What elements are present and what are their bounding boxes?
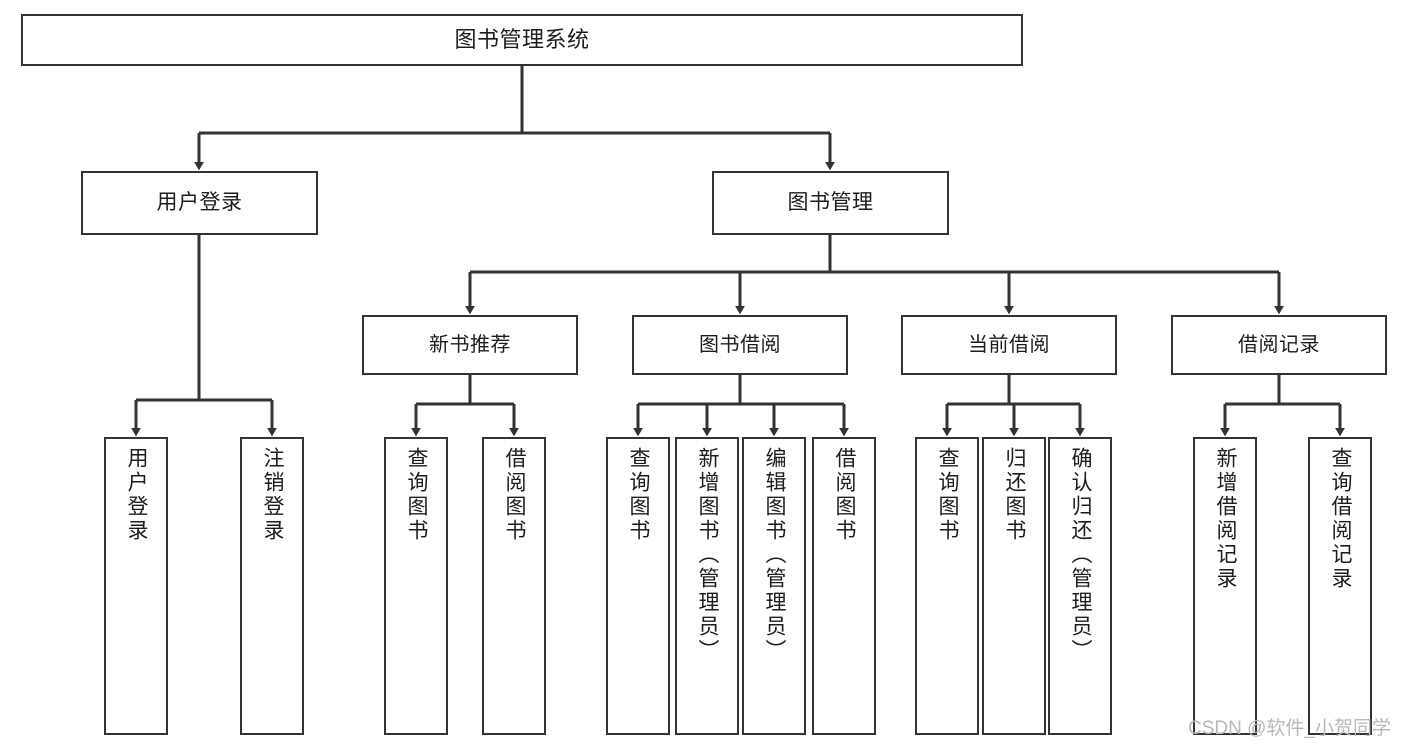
node-leaf-edit-book-admin[interactable]: 编辑图书（管理员）	[742, 437, 806, 735]
node-leaf-new-book-borrow[interactable]: 借阅图书	[482, 437, 546, 735]
node-leaf-confirm-return-admin-label: 确认归还（管理员）	[1069, 447, 1093, 663]
node-group-current-borrow-label: 当前借阅	[968, 333, 1050, 356]
node-leaf-logout[interactable]: 注销登录	[240, 437, 304, 735]
node-group-new-book-recommend-label: 新书推荐	[429, 333, 511, 356]
node-leaf-borrow-query-book[interactable]: 查询图书	[606, 437, 670, 735]
node-leaf-borrow-book-label: 借阅图书	[833, 447, 857, 543]
node-leaf-current-query-book[interactable]: 查询图书	[915, 437, 979, 735]
node-leaf-add-book-admin-label: 新增图书（管理员）	[696, 447, 720, 663]
node-branch-user-login-label: 用户登录	[156, 191, 243, 215]
node-group-new-book-recommend[interactable]: 新书推荐	[362, 315, 578, 375]
node-group-book-borrow[interactable]: 图书借阅	[632, 315, 848, 375]
node-leaf-query-borrow-record[interactable]: 查询借阅记录	[1308, 437, 1372, 735]
node-leaf-add-book-admin[interactable]: 新增图书（管理员）	[675, 437, 739, 735]
node-leaf-new-book-query[interactable]: 查询图书	[384, 437, 448, 735]
node-branch-user-login[interactable]: 用户登录	[81, 171, 318, 235]
node-leaf-borrow-query-book-label: 查询图书	[627, 447, 651, 543]
node-leaf-return-book[interactable]: 归还图书	[982, 437, 1046, 735]
node-leaf-user-login-label: 用户登录	[125, 447, 149, 543]
node-leaf-return-book-label: 归还图书	[1003, 447, 1027, 543]
node-branch-book-management-label: 图书管理	[787, 191, 874, 215]
node-leaf-new-book-query-label: 查询图书	[405, 447, 429, 543]
node-leaf-new-book-borrow-label: 借阅图书	[503, 447, 527, 543]
node-leaf-borrow-book[interactable]: 借阅图书	[812, 437, 876, 735]
node-leaf-current-query-book-label: 查询图书	[936, 447, 960, 543]
node-branch-book-management[interactable]: 图书管理	[712, 171, 949, 235]
node-leaf-add-borrow-record-label: 新增借阅记录	[1214, 447, 1238, 591]
node-leaf-confirm-return-admin[interactable]: 确认归还（管理员）	[1048, 437, 1112, 735]
node-leaf-edit-book-admin-label: 编辑图书（管理员）	[763, 447, 787, 663]
node-group-book-borrow-label: 图书借阅	[699, 333, 781, 356]
node-group-borrow-records-label: 借阅记录	[1238, 333, 1320, 356]
node-root-book-management-system[interactable]: 图书管理系统	[21, 14, 1023, 66]
node-root-label: 图书管理系统	[454, 26, 590, 52]
node-group-current-borrow[interactable]: 当前借阅	[901, 315, 1117, 375]
node-leaf-logout-label: 注销登录	[261, 447, 285, 543]
node-group-borrow-records[interactable]: 借阅记录	[1171, 315, 1387, 375]
node-leaf-add-borrow-record[interactable]: 新增借阅记录	[1193, 437, 1257, 735]
node-leaf-query-borrow-record-label: 查询借阅记录	[1329, 447, 1353, 591]
node-leaf-user-login[interactable]: 用户登录	[104, 437, 168, 735]
